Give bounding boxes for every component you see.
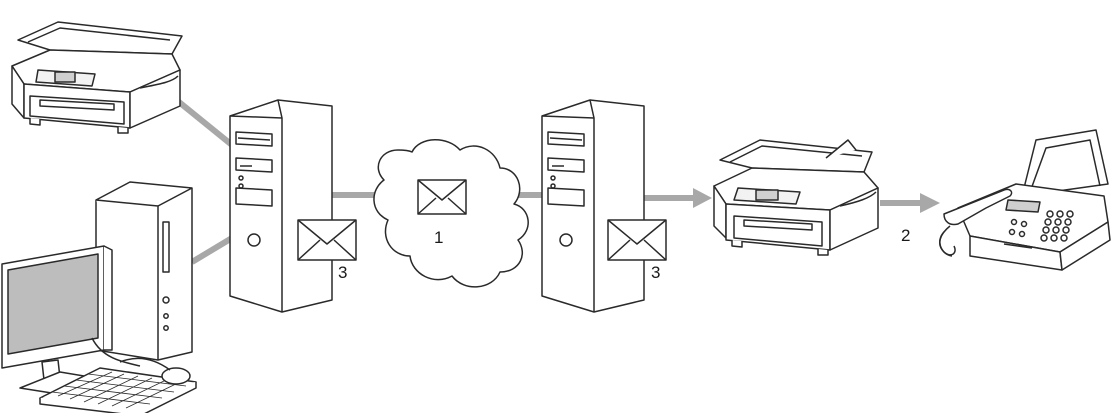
envelope-icon (607, 219, 667, 261)
connector-computer-to-server (190, 235, 234, 265)
arrow-server-to-printer (642, 188, 712, 208)
fax-machine-icon (939, 129, 1111, 271)
step-label-server-left: 3 (338, 263, 348, 282)
connector-printer-to-server (172, 95, 234, 148)
printer-icon (11, 21, 183, 134)
desktop-computer-icon (1, 181, 197, 417)
server-icon (541, 99, 645, 313)
step-label-cloud: 1 (434, 228, 444, 247)
envelope-icon (297, 219, 357, 261)
envelope-icon (417, 179, 467, 215)
printer-icon (713, 139, 879, 256)
step-label-fax: 2 (901, 226, 911, 245)
step-label-server-right: 3 (651, 263, 661, 282)
arrow-printer-to-fax (880, 193, 940, 213)
server-icon (229, 99, 333, 313)
